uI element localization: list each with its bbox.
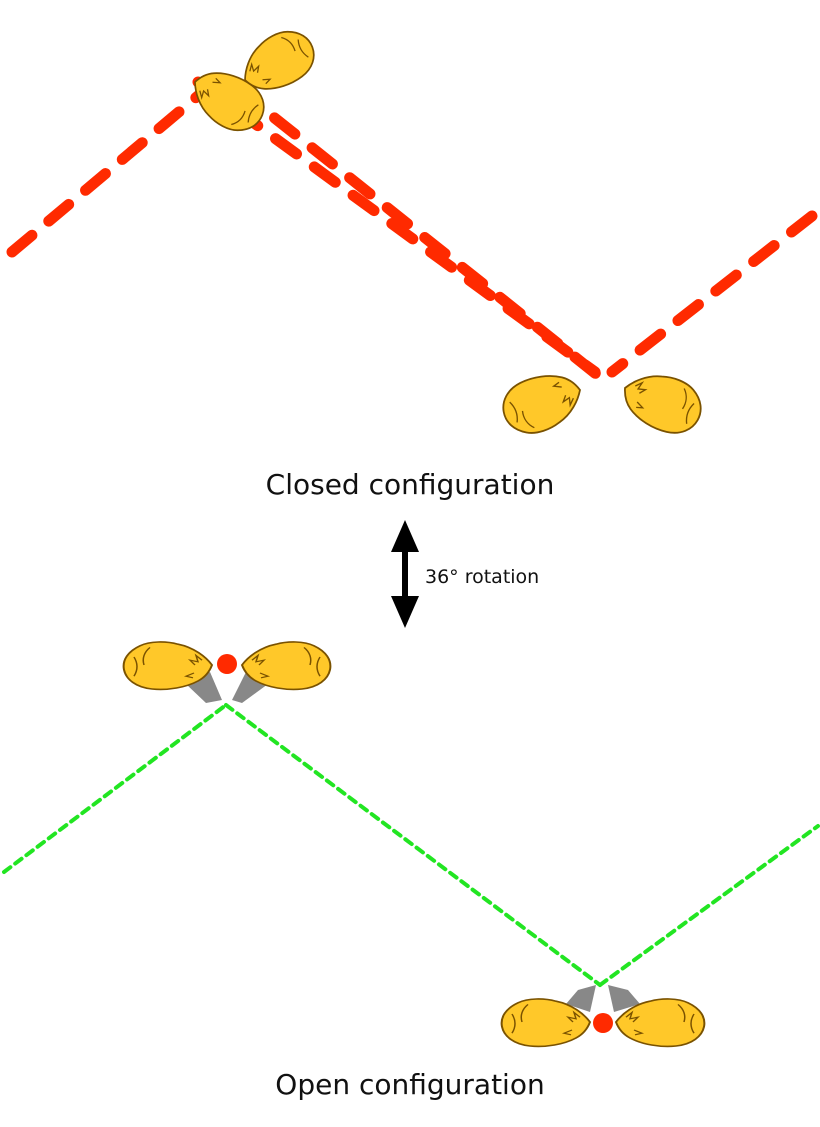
closed-line-left-upper (6, 84, 211, 258)
transition: 36° rotation (391, 520, 539, 628)
open-configuration-caption: Open configuration (275, 1068, 544, 1101)
double-arrow-icon (391, 520, 419, 628)
closed-line-bottom-diagonal-a (231, 82, 616, 391)
closed-line-top-diagonal (192, 76, 601, 378)
open-bottom-pair (500, 985, 706, 1048)
open-line-left (2, 703, 228, 874)
open-bottom-wedge-left (566, 985, 596, 1012)
open-configuration: Open configuration (2, 640, 820, 1101)
closed-line-right-upper (606, 210, 818, 378)
open-line-middle (224, 703, 602, 987)
closed-dashed-lines (6, 76, 818, 391)
open-dotted-lines (2, 703, 820, 987)
open-bottom-hinge (593, 1013, 613, 1033)
closed-configuration-caption: Closed configuration (266, 468, 555, 501)
closed-bottom-lobe-left (494, 363, 590, 443)
open-bottom-wedge-right (608, 985, 640, 1012)
closed-bottom-lobe-right (614, 362, 710, 442)
open-top-hinge (217, 654, 237, 674)
closed-configuration: Closed configuration (6, 20, 818, 501)
rotation-label: 36° rotation (425, 566, 539, 588)
open-line-right (598, 824, 820, 987)
open-top-pair (122, 640, 332, 703)
